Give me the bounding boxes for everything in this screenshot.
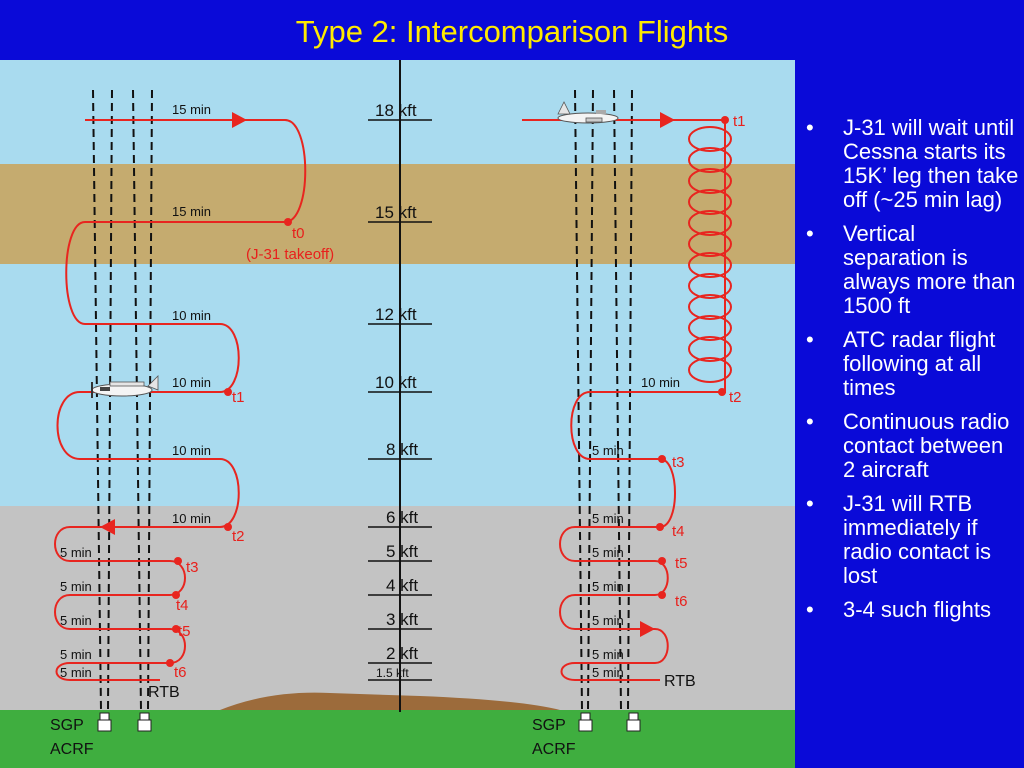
right-station-icon [578,712,641,732]
left-sgp-label: SGP [50,717,84,734]
left-t1-label: t1 [232,389,245,406]
lower-gray-band [0,506,795,710]
notes-list: J-31 will wait until Cessna starts its 1… [803,116,1019,632]
right-spiral-loops [688,126,732,383]
left-point-t3 [174,557,182,565]
left-leg-5a: 5 min [60,545,92,560]
right-t6-label: t6 [675,593,688,610]
right-time-labels: t1 t2 t3 t4 t5 t6 [672,113,746,610]
left-t5-label: t5 [178,623,191,640]
right-sgp-label: SGP [532,717,566,734]
left-arrow-low [100,519,115,535]
sky-band-top [0,60,795,164]
right-acrf-label: ACRF [532,741,576,758]
left-leg-2: 5 min [60,647,92,662]
left-t6-label: t6 [174,664,187,681]
right-leg-1-5: 5 min [592,665,624,680]
left-acrf-label: ACRF [50,741,94,758]
right-t5-label: t5 [675,555,688,572]
left-t2-label: t2 [232,528,245,545]
alt-label-8: 8 kft [386,440,418,459]
left-time-labels: t0 (J-31 takeoff) t1 t2 t3 t4 t5 t6 [174,225,334,681]
left-leg-labels: 15 min 15 min 10 min 10 min 10 min 10 mi… [60,102,211,680]
right-leg-2: 5 min [592,647,624,662]
note-item: ATC radar flight following at all times [803,328,1019,400]
right-t2-label: t2 [729,389,742,406]
left-point-t5 [172,625,180,633]
right-point-t6 [658,591,666,599]
right-point-t2 [718,388,726,396]
right-arrow-low [640,621,655,637]
left-rtb-label: RTB [148,684,180,701]
right-t3-label: t3 [672,454,685,471]
terrain-hill [220,692,560,710]
right-leg-4: 5 min [592,579,624,594]
left-flight-path [54,119,307,681]
alt-label-10: 10 kft [375,373,417,392]
note-item: J-31 will RTB immediately if radio conta… [803,492,1019,588]
left-point-t1 [224,388,232,396]
left-t0-label: t0 [292,225,305,242]
note-item: 3-4 such flights [803,598,1019,623]
left-t4-label: t4 [176,597,189,614]
right-leg-labels: 10 min 5 min 5 min 5 min 5 min 5 min 5 m… [592,375,680,680]
left-point-t6 [166,659,174,667]
right-point-t1 [721,116,729,124]
right-leg-10: 10 min [641,375,680,390]
left-arrow-top [232,112,247,128]
left-leg-15: 15 min [172,204,211,219]
alt-label-15: 15 kft [375,203,417,222]
left-leg-10: 10 min [172,375,211,390]
left-leg-12: 10 min [172,308,211,323]
left-point-t2 [224,523,232,531]
slide-title: Type 2: Intercomparison Flights [295,14,729,49]
left-leg-8: 10 min [172,443,211,458]
left-leg-6: 10 min [172,511,211,526]
note-item: Vertical separation is always more than … [803,222,1019,318]
alt-label-12: 12 kft [375,305,417,324]
alt-label-3: 3 kft [386,610,418,629]
note-item: J-31 will wait until Cessna starts its 1… [803,116,1019,212]
altitude-labels: 18 kft 15 kft 12 kft 10 kft 8 kft 6 kft … [375,101,418,680]
alt-label-1-5: 1.5 kft [376,666,409,680]
right-leg-6: 5 min [592,511,624,526]
altitude-ticks [368,119,432,681]
right-arrow-top [660,112,675,128]
right-t4-label: t4 [672,523,685,540]
left-point-t4 [172,591,180,599]
left-point-t0 [284,218,292,226]
left-leg-3: 5 min [60,613,92,628]
cessna-aircraft-icon [91,375,159,398]
alt-label-18: 18 kft [375,101,417,120]
left-t3-label: t3 [186,559,199,576]
right-point-t3 [658,455,666,463]
right-leg-5: 5 min [592,545,624,560]
ground-band [0,710,795,768]
left-station-icon [97,712,152,732]
alt-label-2: 2 kft [386,644,418,663]
right-leg-3: 5 min [592,613,624,628]
right-point-t5 [658,557,666,565]
alt-label-4: 4 kft [386,576,418,595]
alt-label-5: 5 kft [386,542,418,561]
right-point-t4 [656,523,664,531]
haze-band [0,164,795,264]
left-leg-18: 15 min [172,102,211,117]
flight-profile-diagram: 18 kft 15 kft 12 kft 10 kft 8 kft 6 kft … [0,60,795,768]
right-leg-8: 5 min [592,443,624,458]
left-leg-1-5: 5 min [60,665,92,680]
right-t1-label: t1 [733,113,746,130]
note-item: Continuous radio contact between 2 aircr… [803,410,1019,482]
j31-aircraft-icon [557,101,619,124]
alt-label-6: 6 kft [386,508,418,527]
right-rtb-label: RTB [664,673,696,690]
left-takeoff-label: (J-31 takeoff) [246,246,334,263]
left-leg-4: 5 min [60,579,92,594]
